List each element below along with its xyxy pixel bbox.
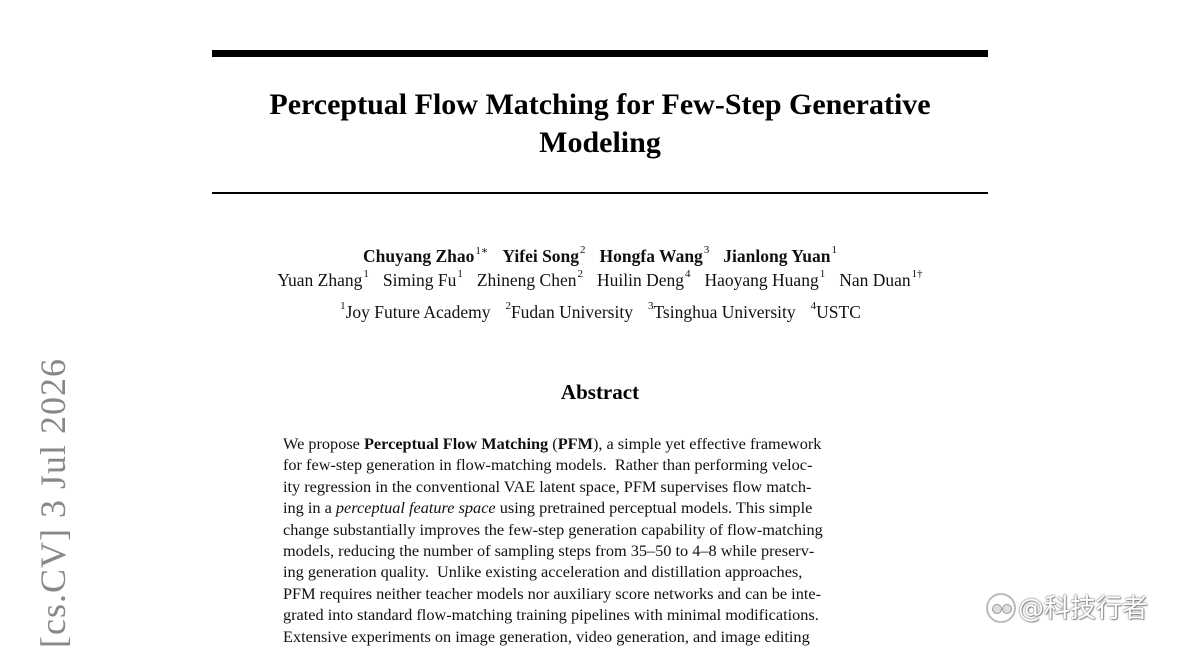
author-marker: 1∗: [475, 245, 489, 257]
abstract-line: Extensive experiments on image generatio…: [283, 626, 919, 647]
author-marker: 1: [363, 268, 369, 280]
author: Jianlong Yuan1: [723, 244, 837, 267]
author-marker: 1: [457, 268, 463, 280]
author-list-primary: Chuyang Zhao1∗ Yifei Song2 Hongfa Wang3 Jia…: [150, 244, 1050, 267]
affiliation-marker: 4: [810, 300, 817, 312]
author-name: Siming Fu: [382, 270, 457, 290]
author: Haoyang Huang1: [704, 268, 826, 291]
abstract-italic-text: perceptual feature space: [335, 498, 496, 518]
abstract-line: PFM requires neither teacher models nor …: [283, 583, 919, 604]
author: Yifei Song2: [502, 244, 586, 267]
author-name: Haoyang Huang: [704, 270, 819, 290]
abstract-heading: Abstract: [560, 380, 640, 404]
abstract-line: models, reducing the number of sampling …: [283, 540, 919, 561]
arxiv-stamp: [cs.CV] 3 Jul 2026: [33, 358, 73, 648]
title-line-1: Perceptual Flow Matching for Few-Step Ge…: [269, 88, 931, 121]
author-name: Chuyang Zhao: [363, 246, 475, 266]
paper-title: Perceptual Flow Matching for Few-Step Ge…: [212, 86, 988, 162]
abstract-text: models, reducing the number of sampling …: [283, 540, 815, 560]
affiliation-name: USTC: [816, 302, 861, 322]
abstract-text: for few-step generation in flow-matching…: [283, 455, 813, 475]
author-marker: 1: [831, 244, 837, 256]
abstract-text: change substantially improves the few-st…: [283, 519, 823, 539]
paw-logo-icon: [986, 592, 1016, 623]
affiliation: 3Tsinghua University: [647, 300, 796, 323]
affiliation-marker: 3: [647, 300, 654, 312]
abstract-text: PFM requires neither teacher models nor …: [283, 583, 822, 603]
abstract-line: ing in a perceptual feature space using …: [283, 497, 919, 518]
author: Zhineng Chen2: [476, 268, 583, 291]
author-name: Zhineng Chen: [476, 270, 577, 290]
author: Hongfa Wang3: [599, 244, 710, 267]
affiliation-marker: 1: [340, 300, 346, 312]
abstract-text: ing in a: [283, 498, 336, 518]
abstract-body: We propose Perceptual Flow Matching (PFM…: [283, 433, 919, 647]
affiliation-name: Fudan University: [510, 302, 633, 322]
affiliation-list: 1Joy Future Academy 2Fudan University 3Tsi…: [150, 300, 1050, 323]
affiliation: 2Fudan University: [504, 300, 633, 323]
abstract-line: grated into standard flow-matching train…: [283, 604, 919, 625]
author-name: Nan Duan: [839, 270, 911, 290]
abstract-line: We propose Perceptual Flow Matching (PFM…: [283, 433, 919, 454]
abstract-text: ), a simple yet effective framework: [592, 434, 822, 453]
abstract-text: We propose: [283, 434, 364, 453]
author-marker: 1†: [911, 268, 923, 280]
author-marker: 1: [819, 268, 826, 280]
title-rule-top: [212, 50, 988, 57]
affiliation: 4USTC: [810, 300, 861, 323]
author: Chuyang Zhao1∗: [363, 245, 489, 267]
title-line-2: Modeling: [539, 126, 661, 159]
author: Nan Duan1†: [839, 268, 923, 291]
author-marker: 3: [703, 244, 710, 256]
author-name: Jianlong Yuan: [723, 246, 831, 266]
watermark: @科技行者: [986, 588, 1148, 625]
affiliation: 1Joy Future Academy: [339, 300, 491, 323]
abstract-line: ity regression in the conventional VAE l…: [283, 476, 919, 497]
affiliation-name: Joy Future Academy: [345, 302, 491, 322]
abstract-line: ing generation quality. Unlike existing …: [283, 561, 919, 582]
abstract-text: grated into standard flow-matching train…: [283, 605, 819, 625]
title-rule-bottom: [212, 192, 988, 194]
author-name: Hongfa Wang: [599, 246, 703, 266]
author-name: Yifei Song: [502, 246, 580, 266]
abstract-text: using pretrained perceptual models. This…: [495, 498, 813, 518]
abstract-line: for few-step generation in flow-matching…: [283, 454, 919, 475]
abstract-text: ing generation quality. Unlike existing …: [283, 562, 803, 582]
affiliation-marker: 2: [505, 300, 511, 312]
abstract-text: (: [548, 434, 558, 453]
author-marker: 4: [685, 268, 691, 280]
author: Huilin Deng4: [596, 268, 691, 291]
author-marker: 2: [580, 244, 586, 256]
author: Siming Fu1: [382, 268, 463, 291]
author-name: Huilin Deng: [596, 270, 684, 290]
watermark-text: @科技行者: [1018, 594, 1149, 624]
abstract-bold-text: PFM: [557, 434, 593, 453]
abstract-text: ity regression in the conventional VAE l…: [283, 476, 812, 496]
author: Yuan Zhang1: [277, 268, 369, 291]
author-name: Yuan Zhang: [277, 270, 363, 290]
abstract-line: change substantially improves the few-st…: [283, 519, 919, 540]
abstract-bold-text: Perceptual Flow Matching: [363, 434, 549, 453]
affiliation-name: Tsinghua University: [653, 302, 796, 322]
author-marker: 2: [577, 268, 583, 280]
abstract-text: Extensive experiments on image generatio…: [283, 626, 810, 646]
